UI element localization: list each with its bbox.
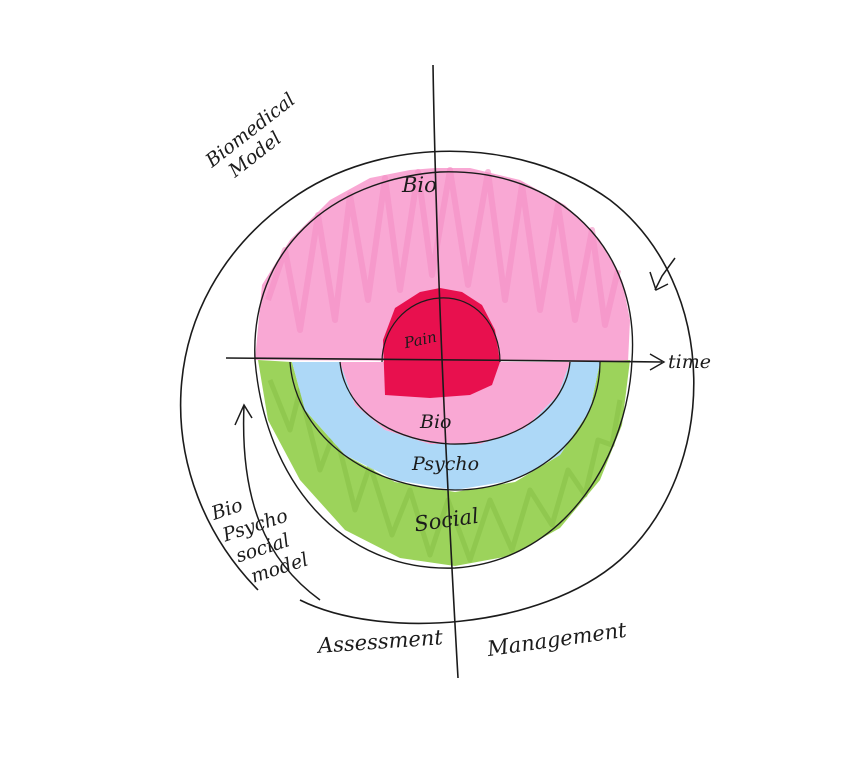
- label-outer-bio: Bio: [401, 173, 437, 197]
- top-right-arrow: [649, 257, 676, 292]
- time-arrowhead: [649, 353, 666, 371]
- label-biomedical: Biomedical Model: [201, 85, 318, 190]
- horizontal-axis: [225, 357, 663, 363]
- vertical-axis: [432, 64, 459, 679]
- label-biopsychosocial: Bio Psycho social model: [208, 480, 311, 594]
- bio-region-lower: [340, 362, 570, 444]
- bio-region-scribble: [265, 167, 621, 333]
- label-assessment: Assessment: [315, 625, 444, 658]
- label-management: Management: [485, 618, 629, 662]
- bio-boundary: [339, 361, 571, 445]
- inner-circle: [254, 171, 634, 569]
- label-inner-bio: Bio: [419, 411, 451, 433]
- label-time: time: [668, 351, 711, 373]
- label-psycho: Psycho: [411, 453, 479, 475]
- social-region: [258, 360, 630, 566]
- psycho-region: [292, 362, 600, 490]
- outer-circle: [179, 150, 695, 625]
- bottom-left-arrow: [234, 403, 321, 601]
- psycho-boundary: [289, 361, 601, 491]
